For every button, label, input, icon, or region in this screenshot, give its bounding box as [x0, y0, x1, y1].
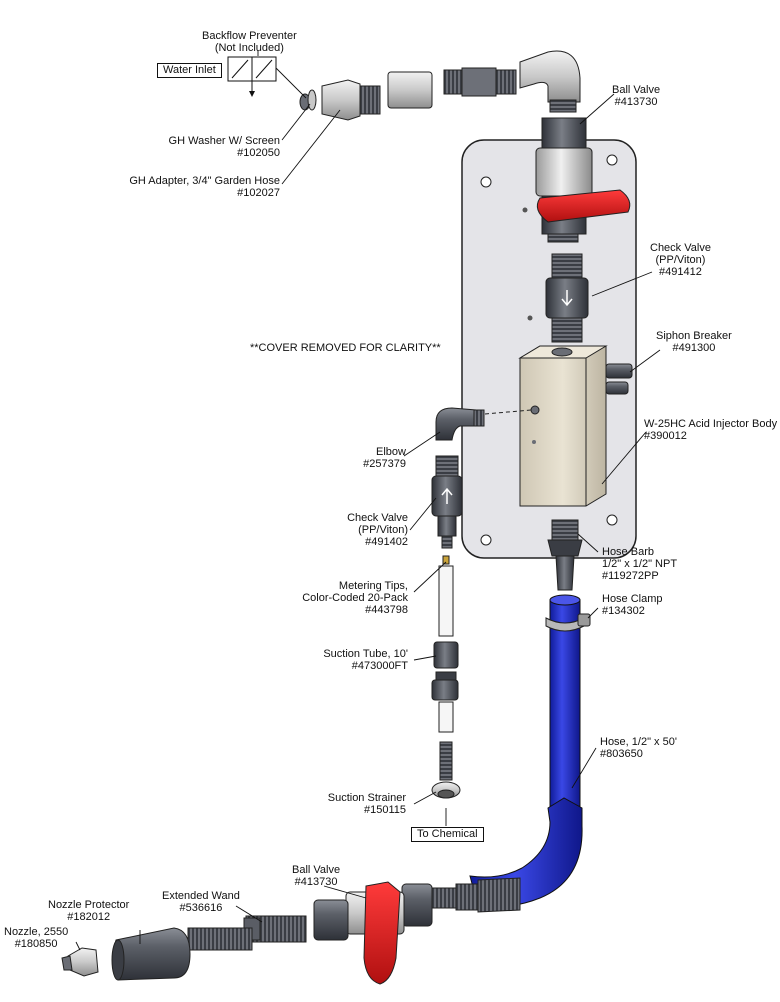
to-chemical-label: To Chemical [411, 827, 484, 842]
gh-washer-label: GH Washer W/ Screen #102050 [168, 135, 280, 159]
check-valve-left-part [431, 455, 463, 549]
injector-body-part [518, 345, 608, 507]
street-elbow-part [519, 50, 581, 113]
backflow-preventer-label: Backflow Preventer (Not Included) [202, 30, 297, 54]
hose-barb-part [547, 519, 583, 591]
check-valve-left-label: Check Valve (PP/Viton) #491402 [347, 512, 408, 548]
elbow-label: Elbow #257379 [363, 446, 406, 470]
hose-part [469, 594, 583, 908]
gh-adapter-label: GH Adapter, 3/4" Garden Hose #102027 [129, 175, 280, 199]
nozzle-part [61, 947, 99, 977]
siphon-breaker-label: Siphon Breaker #491300 [656, 330, 732, 354]
extended-wand-part [187, 915, 307, 951]
siphon-breaker-part [605, 363, 633, 395]
nozzle-protector-label: Nozzle Protector #182012 [48, 899, 130, 923]
backflow-preventer-icon [227, 56, 277, 97]
hose-clamp-label: Hose Clamp #134302 [602, 593, 663, 617]
suction-strainer-label: Suction Strainer #150115 [327, 792, 406, 816]
hose-barb-label: Hose Barb 1/2" x 1/2" NPT #119272PP [602, 546, 678, 582]
leader-lines [75, 50, 661, 951]
ball-valve-top-part [535, 117, 631, 243]
metering-tips-label: Metering Tips, Color-Coded 20-Pack #4437… [302, 580, 408, 616]
coupling-part [387, 71, 433, 109]
injector-body-label: W-25HC Acid Injector Body #390012 [644, 418, 778, 442]
check-valve-right-part [545, 253, 589, 343]
nozzle-label: Nozzle, 2550 #180850 [4, 926, 69, 950]
hose-end-fitting-part [455, 877, 521, 913]
extended-wand-label: Extended Wand #536616 [162, 890, 240, 914]
metering-tip-part [442, 555, 450, 565]
suction-strainer-part [431, 741, 461, 799]
elbow-part [435, 407, 485, 441]
nozzle-protector-part [111, 927, 191, 981]
nipple-part [443, 67, 517, 97]
gh-washer-part [299, 89, 317, 111]
hose-clamp-part [545, 613, 591, 632]
gh-adapter-part [321, 79, 381, 121]
check-valve-right-label: Check Valve (PP/Viton) #491412 [650, 242, 711, 278]
water-inlet-label: Water Inlet [157, 63, 222, 78]
ball-valve-bottom-part [313, 881, 457, 985]
hose-label: Hose, 1/2" x 50' #803650 [600, 736, 677, 760]
suction-tube-label: Suction Tube, 10' #473000FT [323, 648, 408, 672]
ball-valve-bottom-label: Ball Valve #413730 [292, 864, 341, 888]
alignment-line [484, 409, 532, 415]
ball-valve-top-label: Ball Valve #413730 [612, 84, 661, 108]
cover-note: **COVER REMOVED FOR CLARITY** [250, 342, 441, 354]
suction-tube-part [431, 565, 459, 733]
